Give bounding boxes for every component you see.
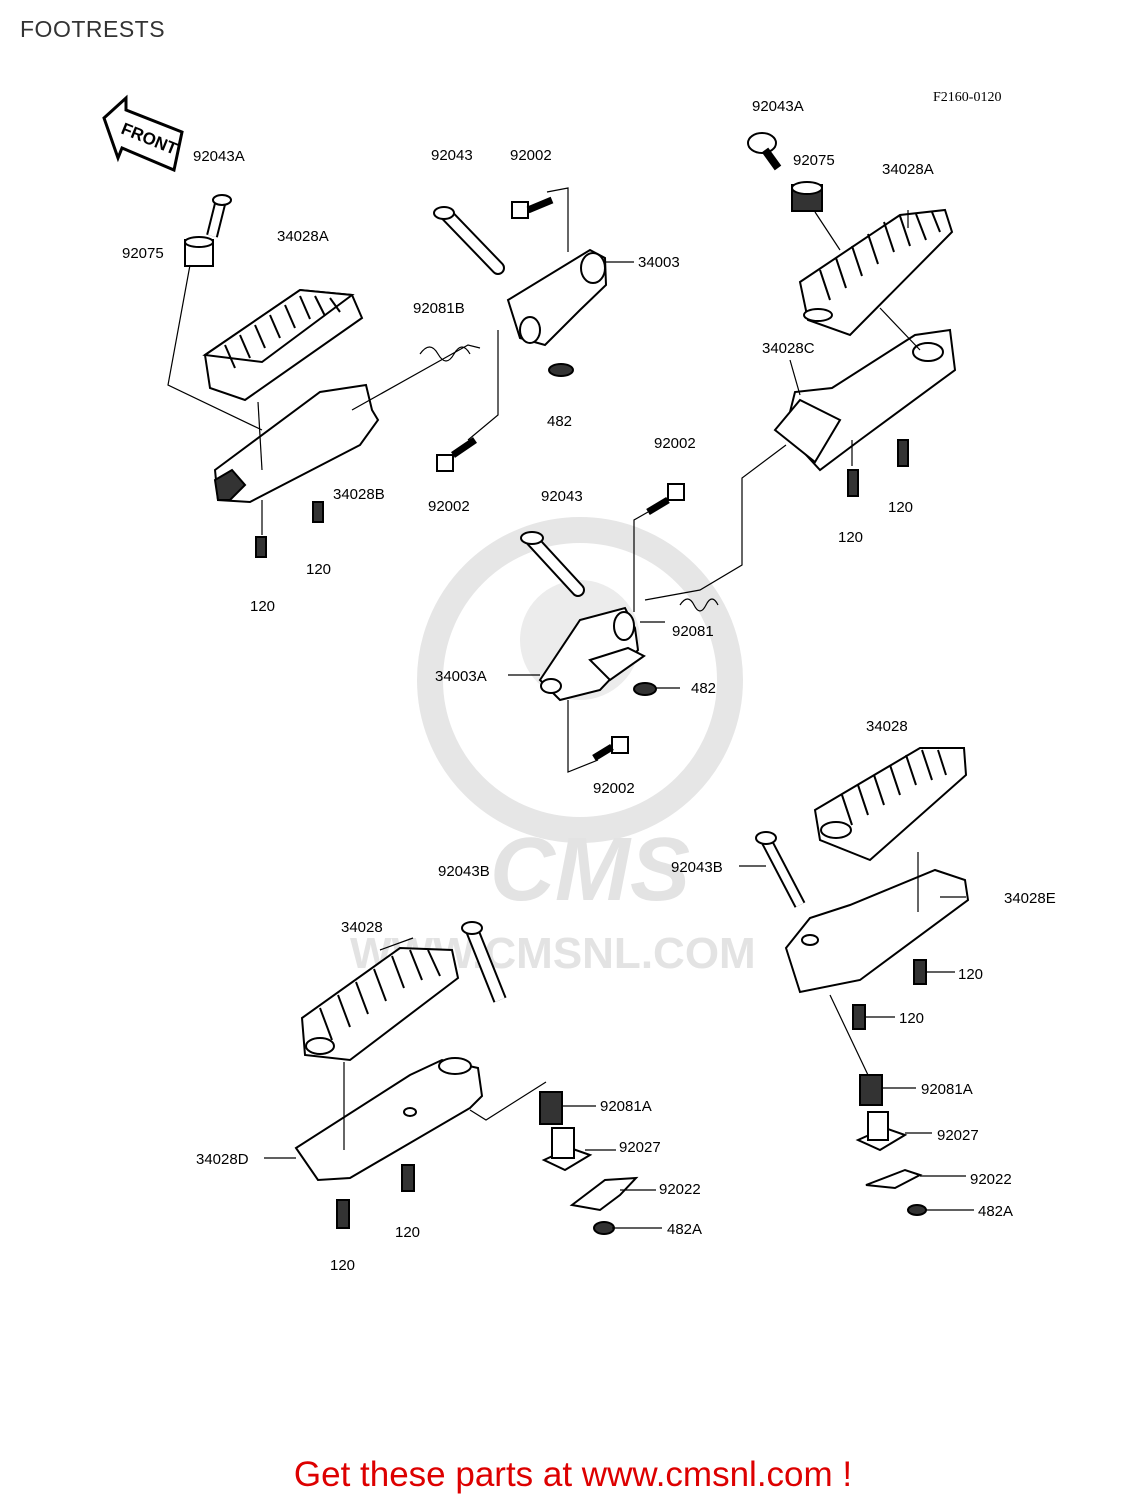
callout: 120: [250, 598, 275, 615]
leader-lines-center: [508, 444, 787, 773]
callout: 34028B: [333, 486, 385, 503]
leader-lines-top-right: [789, 210, 921, 466]
footrest-bracket-34028b: [213, 383, 380, 504]
callout-labels: 92043A 92075 34028A 92043 92002 34003 92…: [122, 98, 1056, 1274]
pin-92043b-right: [755, 831, 806, 908]
plate-92022-right: [865, 1168, 923, 1190]
footrest-bracket-34028d: [294, 1057, 484, 1182]
pin-92043-center: [520, 531, 585, 597]
bolt-92002-top: [511, 196, 554, 219]
callout: 34003A: [435, 668, 487, 685]
callout: 120: [838, 529, 863, 546]
callout: 92043B: [438, 863, 490, 880]
callout: 120: [899, 1010, 924, 1027]
spring-92081b: [419, 346, 471, 362]
pin-92043-top: [433, 206, 505, 275]
collar-92027-left: [541, 1127, 593, 1172]
footer-link-text[interactable]: Get these parts at www.cmsnl.com !: [293, 1455, 853, 1494]
screws-120-bottom-left: [336, 1164, 415, 1229]
callout: 92002: [510, 147, 552, 164]
callout: 120: [330, 1257, 355, 1274]
screws-120-right: [847, 439, 909, 497]
rubber-footpeg-34028-left: [300, 946, 460, 1062]
callout: 34028A: [882, 161, 934, 178]
callout: 34028: [866, 718, 908, 735]
callout: 92075: [122, 245, 164, 262]
callout: 120: [888, 499, 913, 516]
spring-92081a-left: [539, 1091, 563, 1125]
callout: 34028C: [762, 340, 815, 357]
pin-92043a-left: [206, 194, 232, 238]
callout: 92027: [619, 1139, 661, 1156]
callout: 92043: [541, 488, 583, 505]
callout: 120: [958, 966, 983, 983]
callout: 120: [395, 1224, 420, 1241]
watermark-brand: CMS: [490, 820, 690, 920]
watermark: CMS WWW.CMSNL.COM: [350, 517, 756, 978]
leader-lines-bottom-right: [739, 852, 974, 1211]
footrest-bracket-34028c: [773, 328, 957, 472]
spring-92081a-right: [859, 1074, 883, 1106]
pin-92043a-right: [747, 132, 782, 171]
callout: 34028A: [277, 228, 329, 245]
callout: 92081B: [413, 300, 465, 317]
callout: 92002: [654, 435, 696, 452]
callout: 34028: [341, 919, 383, 936]
collar-92075-right: [791, 181, 823, 212]
page-title: FOOTRESTS: [20, 16, 166, 42]
bracket-34003a: [538, 606, 646, 702]
callout: 92027: [937, 1127, 979, 1144]
rubber-footpeg-34028a-left: [202, 288, 364, 402]
callout: 92043A: [193, 148, 245, 165]
callout: 92081A: [600, 1098, 652, 1115]
callout: 92043A: [752, 98, 804, 115]
bracket-34003: [506, 248, 608, 347]
bolt-92002-center-top: [646, 483, 685, 516]
rubber-footpeg-34028-right: [813, 747, 968, 862]
callout: 482A: [667, 1221, 702, 1238]
callout: 34003: [638, 254, 680, 271]
collar-92027-right: [855, 1111, 908, 1152]
callout: 92081: [672, 623, 714, 640]
leader-lines-bottom-left: [264, 937, 662, 1229]
callout: 92002: [428, 498, 470, 515]
pin-92043b-left: [461, 921, 507, 1003]
callout: 92075: [793, 152, 835, 169]
washer-482a-left: [593, 1221, 615, 1235]
circlip-482-center: [633, 682, 657, 696]
circlip-482-top: [548, 363, 574, 377]
figure-code: F2160-0120: [933, 90, 1002, 105]
callout: 92081A: [921, 1081, 973, 1098]
plate-92022-left: [569, 1176, 639, 1212]
front-arrow-icon: FRONT: [102, 94, 184, 173]
callout: 34028D: [196, 1151, 249, 1168]
callout: 482: [691, 680, 716, 697]
footrest-bracket-34028e: [784, 868, 970, 994]
callout: 92022: [970, 1171, 1012, 1188]
callout: 120: [306, 561, 331, 578]
callout: 92043: [431, 147, 473, 164]
callout: 92002: [593, 780, 635, 797]
washer-482a-right: [907, 1204, 927, 1216]
callout: 92022: [659, 1181, 701, 1198]
bolt-92002-center-bottom: [592, 736, 629, 761]
bolt-92002-lower: [436, 437, 477, 472]
spring-92081: [679, 598, 719, 612]
leader-lines-top-left: [167, 187, 634, 535]
callout: 482A: [978, 1203, 1013, 1220]
callout: 34028E: [1004, 890, 1056, 907]
collar-92075-left: [184, 236, 214, 267]
screws-120-left: [255, 501, 324, 558]
callout: 482: [547, 413, 572, 430]
rubber-footpeg-34028a-right: [798, 208, 954, 337]
callout: 92043B: [671, 859, 723, 876]
